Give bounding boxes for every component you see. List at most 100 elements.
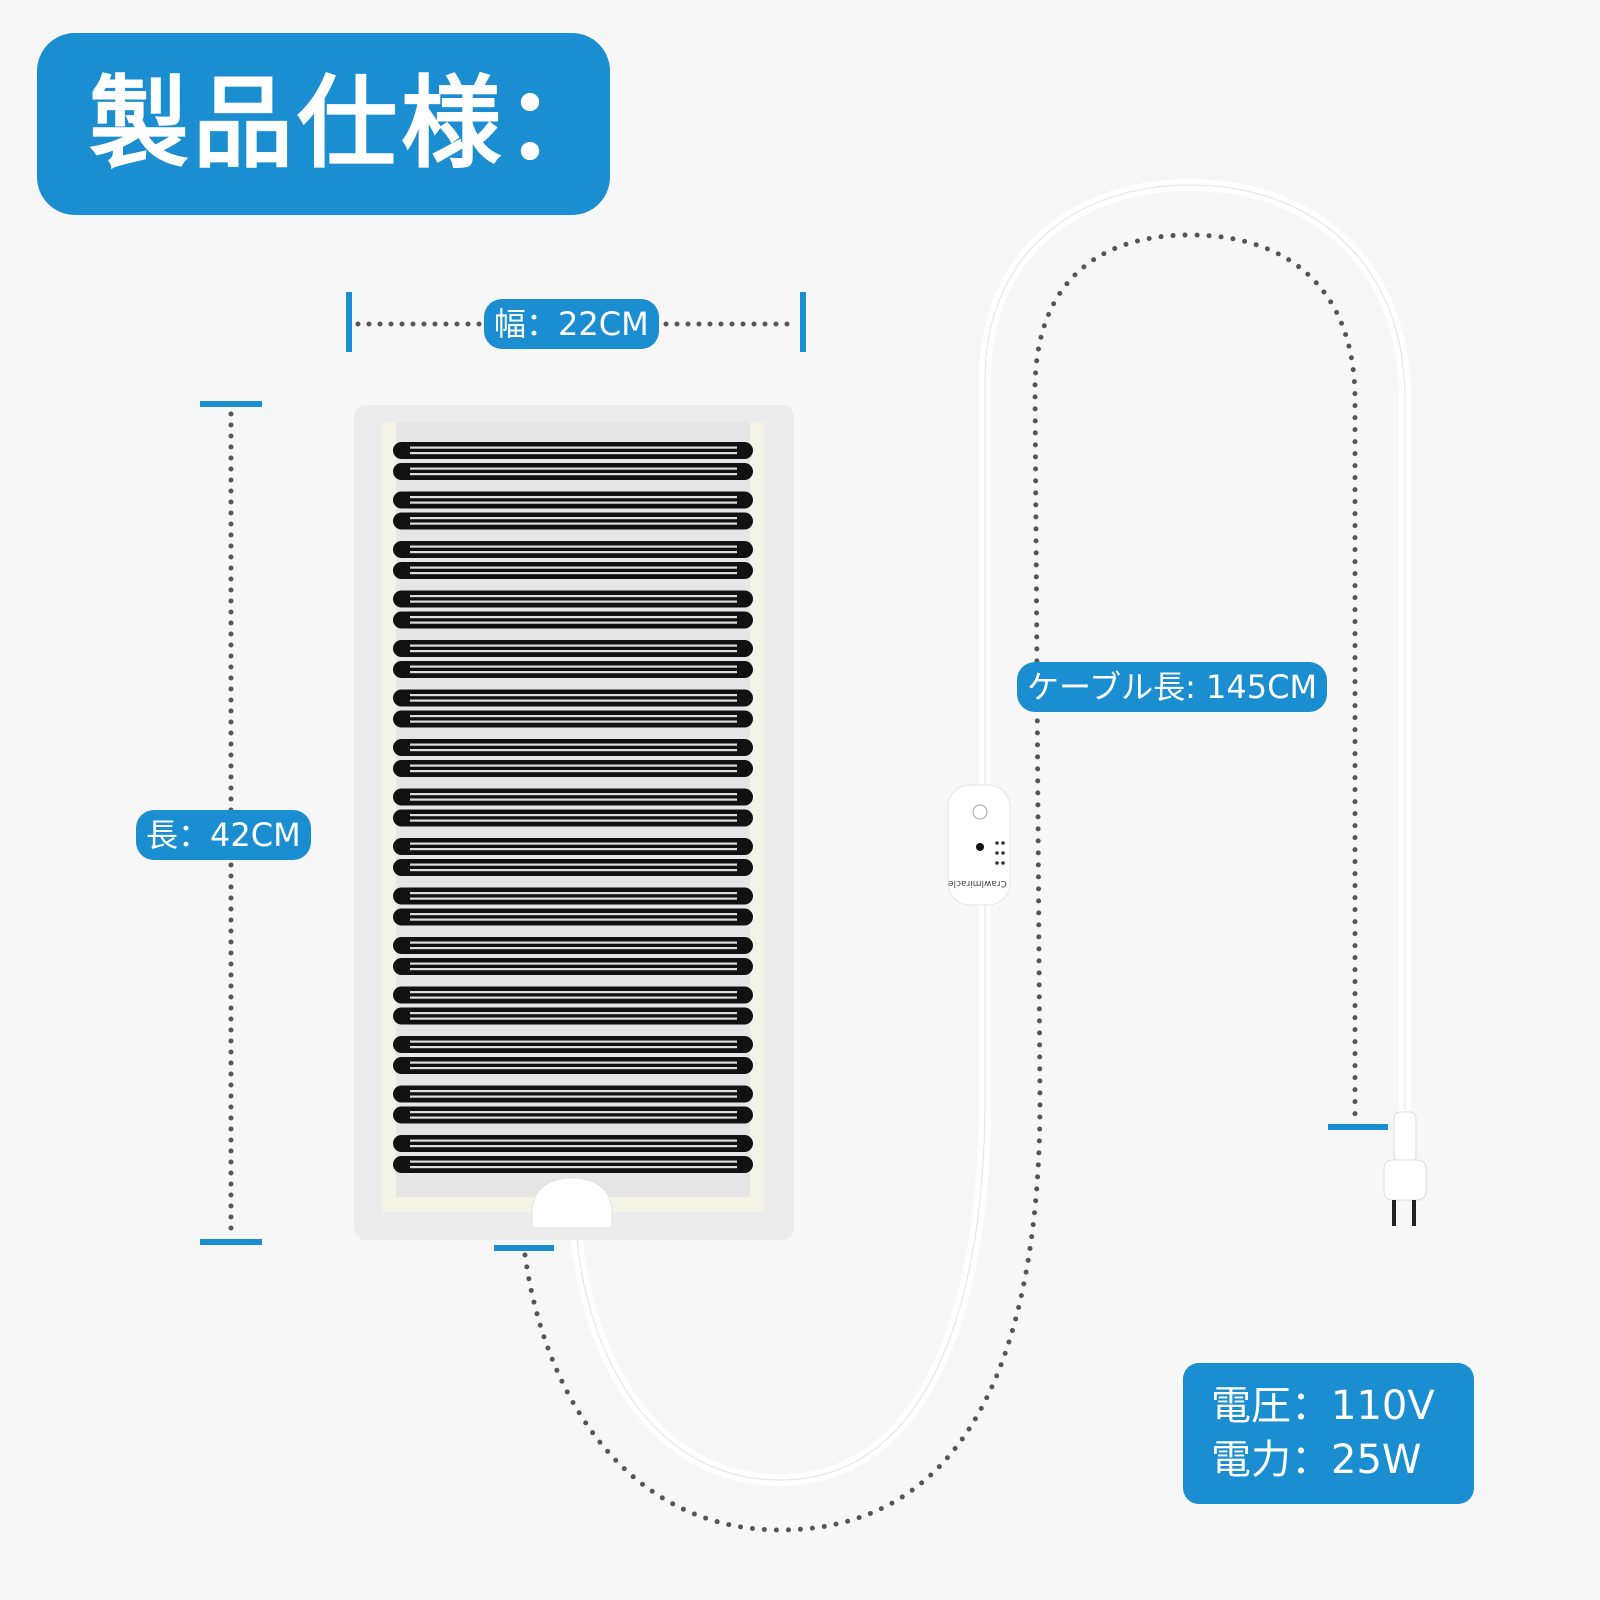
strip-line xyxy=(410,1046,737,1049)
strip-line xyxy=(410,621,737,624)
heating-strip xyxy=(393,809,753,827)
power-cable-edge xyxy=(574,184,1406,1481)
strip-line xyxy=(410,496,737,499)
strip-line xyxy=(410,517,737,520)
strip-line xyxy=(410,1040,737,1043)
strip-line xyxy=(410,1061,737,1064)
heating-strip xyxy=(393,1106,753,1124)
strip-line xyxy=(410,665,737,668)
strip-line xyxy=(410,671,737,674)
strip-line xyxy=(410,1166,737,1169)
heating-strip xyxy=(393,838,753,855)
plug-icon xyxy=(1383,1111,1427,1226)
heating-strip xyxy=(393,689,753,707)
strip-line xyxy=(410,749,737,752)
heating-strip xyxy=(393,442,753,459)
strip-line xyxy=(410,545,737,548)
strip-line xyxy=(410,572,737,575)
heating-strip xyxy=(393,590,753,608)
strip-line xyxy=(410,1116,737,1119)
mat-connector xyxy=(531,1177,613,1229)
heating-strip xyxy=(393,611,753,629)
strip-line xyxy=(410,551,737,554)
heating-strip xyxy=(393,562,753,579)
strip-line xyxy=(410,566,737,569)
strip-line xyxy=(410,1012,737,1015)
heating-strip xyxy=(393,937,753,954)
strip-line xyxy=(410,848,737,851)
heating-strip xyxy=(393,710,753,728)
strip-line xyxy=(410,650,737,653)
heating-strip xyxy=(393,1057,753,1074)
strip-line xyxy=(410,863,737,866)
heating-strip xyxy=(393,986,753,1004)
strip-line xyxy=(410,842,737,845)
strip-line xyxy=(410,473,737,476)
cable-length-label: ケーブル長: 145CM xyxy=(1017,662,1328,712)
strip-line xyxy=(410,968,737,971)
heating-strip xyxy=(393,887,753,905)
strip-line xyxy=(410,743,737,746)
controller-brand: Crawlmiracle xyxy=(948,878,1007,888)
strip-line xyxy=(410,941,737,944)
heating-strip xyxy=(393,739,753,756)
strip-line xyxy=(410,793,737,796)
cable-length-dotted-line xyxy=(522,232,1358,1533)
strip-line xyxy=(410,947,737,950)
strip-line xyxy=(410,814,737,817)
strip-line xyxy=(410,897,737,900)
strip-line xyxy=(410,452,737,455)
heating-strip xyxy=(393,760,753,777)
strip-line xyxy=(410,1017,737,1020)
strip-line xyxy=(410,1111,737,1114)
strip-line xyxy=(410,996,737,999)
strip-line xyxy=(410,699,737,702)
strip-line xyxy=(410,522,737,525)
heating-strip xyxy=(393,512,753,530)
strip-line xyxy=(410,501,737,504)
heating-strip xyxy=(393,1156,753,1173)
heating-strip xyxy=(393,463,753,480)
heating-strip xyxy=(393,859,753,876)
strip-line xyxy=(410,819,737,822)
heating-strip xyxy=(393,640,753,657)
strip-line xyxy=(410,1067,737,1070)
strip-line xyxy=(410,446,737,449)
strip-line xyxy=(410,600,737,603)
strip-line xyxy=(410,1139,737,1142)
strip-line xyxy=(410,764,737,767)
heating-strip xyxy=(393,1007,753,1025)
strip-line xyxy=(410,918,737,921)
heating-strip xyxy=(393,1085,753,1103)
strip-line xyxy=(410,1160,737,1163)
strip-line xyxy=(410,467,737,470)
strip-line xyxy=(410,913,737,916)
heating-strip xyxy=(393,1135,753,1152)
heating-strip xyxy=(393,1036,753,1053)
strip-line xyxy=(410,892,737,895)
voltage-spec: 電圧：110V xyxy=(1211,1383,1435,1429)
strip-line xyxy=(410,616,737,619)
strip-line xyxy=(410,595,737,598)
heating-strips xyxy=(393,442,753,1173)
strip-line xyxy=(410,720,737,723)
controller xyxy=(947,784,1011,906)
width-label: 幅：22CM xyxy=(484,299,659,349)
strip-line xyxy=(410,644,737,647)
heating-strip xyxy=(393,661,753,678)
strip-line xyxy=(410,991,737,994)
length-label: 長：42CM xyxy=(136,810,311,860)
strip-line xyxy=(410,869,737,872)
strip-line xyxy=(410,962,737,965)
strip-line xyxy=(410,770,737,773)
strip-line xyxy=(410,1145,737,1148)
strip-line xyxy=(410,1095,737,1098)
strip-line xyxy=(410,798,737,801)
heating-strip xyxy=(393,908,753,926)
strip-line xyxy=(410,1090,737,1093)
heating-strip xyxy=(393,788,753,806)
heating-strip xyxy=(393,541,753,558)
power-spec: 電力：25W xyxy=(1211,1437,1422,1483)
heating-strip xyxy=(393,491,753,509)
